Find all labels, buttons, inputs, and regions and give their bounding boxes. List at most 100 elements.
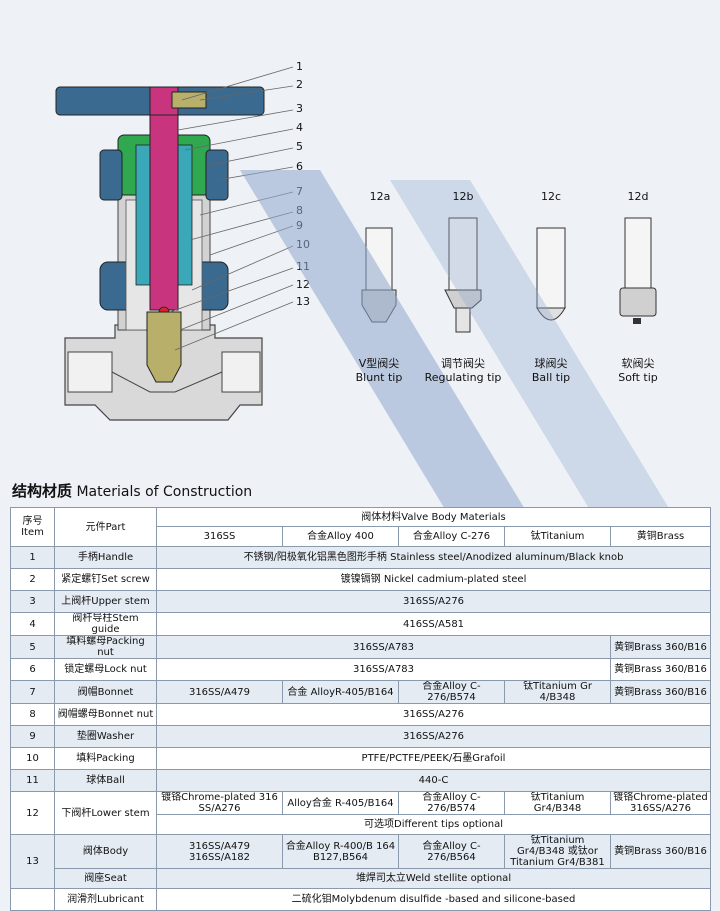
tip-12a [361, 227, 397, 323]
row-item [10, 888, 55, 911]
section-title-en: Materials of Construction [76, 484, 253, 500]
row-item: 2 [10, 568, 55, 591]
row-material: 合金Alloy C-276/B564 [398, 834, 505, 869]
row-item: 12 [10, 791, 55, 835]
tip-code-12b: 12b [452, 190, 474, 203]
part-number-9: 9 [296, 219, 303, 232]
tip-12d [619, 217, 657, 324]
row-part: 垫圈Washer [54, 725, 157, 748]
tip-label-12b: 调节阀尖 Regulating tip [418, 357, 508, 385]
row-part: 手柄Handle [54, 546, 157, 569]
tip-12b [444, 217, 482, 333]
row-material: 二硫化钼Molybdenum disulfide -based and sili… [155, 888, 712, 911]
row-material: 不锈钢/阳极氧化铝黑色图形手柄 Stainless steel/Anodized… [155, 546, 712, 569]
part-number-10: 10 [296, 238, 310, 251]
row-part: 润滑剂Lubricant [54, 888, 157, 911]
row-material: 镀镍镉钢 Nickel cadmium-plated steel [155, 568, 712, 591]
header-body-materials: 阀体材料Valve Body Materials [155, 507, 712, 527]
part-number-1: 1 [296, 60, 303, 73]
tip-en: Soft tip [618, 371, 658, 384]
table-header-materials-row: 316SS 合金Alloy 400 合金Alloy C-276 钛Titaniu… [11, 526, 712, 547]
part-number-12: 12 [296, 278, 310, 291]
tip-en: Ball tip [531, 371, 571, 384]
row-item: 5 [10, 635, 55, 659]
row-material: 镀铬Chrome-plated 316SS/A276 [609, 791, 712, 815]
tip-en: Blunt tip [355, 371, 403, 384]
tip-code-12c: 12c [540, 190, 562, 203]
row-item: 1 [10, 546, 55, 569]
lower-stem [146, 311, 182, 383]
materials-table-body: 序号 Item 元件Part 阀体材料Valve Body Materials … [10, 507, 712, 911]
tip-code-12a: 12a [369, 190, 391, 203]
part-number-11: 11 [296, 260, 310, 273]
header-material: 合金Alloy 400 [282, 526, 399, 547]
part-number-5: 5 [296, 140, 303, 153]
row-material: 合金Alloy C-276/B574 [398, 680, 505, 704]
header-material: 钛Titanium [504, 526, 611, 547]
row-material: 合金 AlloyR-405/B164 [282, 680, 399, 704]
tip-label-12c: 球阀尖 Ball tip [506, 357, 596, 385]
upper-stem [149, 94, 179, 311]
row-material: 镀铬Chrome-plated 316 SS/A276 [156, 791, 283, 815]
row-material: Alloy合金 R-405/B164 [282, 791, 399, 815]
tip-cn: 调节阀尖 [441, 357, 485, 370]
row-item: 3 [10, 590, 55, 613]
handle [55, 86, 265, 116]
row-part: 填料螺母Packing nut [54, 635, 157, 659]
part-number-4: 4 [296, 121, 303, 134]
row-material: 316SS/A479 [156, 680, 283, 704]
table-header-row: 序号 Item 元件Part 阀体材料Valve Body Materials [10, 507, 712, 547]
header-material: 316SS [156, 526, 283, 547]
row-material: 316SS/A276 [155, 590, 712, 613]
row-material: 合金Alloy C-276/B574 [398, 791, 505, 815]
materials-table: 序号 Item 元件Part 阀体材料Valve Body Materials … [10, 507, 712, 911]
part-number-3: 3 [296, 102, 303, 115]
row-item: 11 [10, 769, 55, 792]
row-material: PTFE/PCTFE/PEEK/石墨Grafoil [155, 747, 712, 770]
row-material: 316SS/A783 [156, 635, 611, 659]
tip-label-12a: V型阀尖 Blunt tip [334, 357, 424, 385]
part-number-2: 2 [296, 78, 303, 91]
header-material: 黄铜Brass [609, 526, 712, 547]
row-part: 阀座Seat [54, 868, 157, 889]
row-part: 阀帽螺母Bonnet nut [54, 703, 157, 726]
row-material: 440-C [155, 769, 712, 792]
section-title-cn: 结构材质 [12, 482, 73, 500]
row-material: 416SS/A581 [155, 612, 712, 636]
header-material: 合金Alloy C-276 [398, 526, 505, 547]
tip-cn: V型阀尖 [358, 357, 400, 370]
section-title: 结构材质 Materials of Construction [12, 480, 252, 501]
row-note: 可选项Different tips optional [155, 814, 712, 835]
row-part: 填料Packing [54, 747, 157, 770]
row-part: 阀帽Bonnet [54, 680, 157, 704]
row-item: 10 [10, 747, 55, 770]
tip-12c [536, 227, 566, 321]
row-material: 316SS/A783 [156, 658, 611, 681]
part-number-7: 7 [296, 185, 303, 198]
row-part: 阀体Body [54, 834, 157, 869]
row-part: 锁定螺母Lock nut [54, 658, 157, 681]
row-item: 8 [10, 703, 55, 726]
part-number-13: 13 [296, 295, 310, 308]
row-part: 紧定螺钉Set screw [54, 568, 157, 591]
tip-label-12d: 软阀尖 Soft tip [593, 357, 683, 385]
row-material: 黄铜Brass 360/B16 [609, 834, 712, 869]
tip-code-12d: 12d [627, 190, 649, 203]
row-material: 钛Titanium Gr4/B348 [504, 791, 611, 815]
row-note: 堆焊司太立Weld stellite optional [155, 868, 712, 889]
row-item: 7 [10, 680, 55, 704]
